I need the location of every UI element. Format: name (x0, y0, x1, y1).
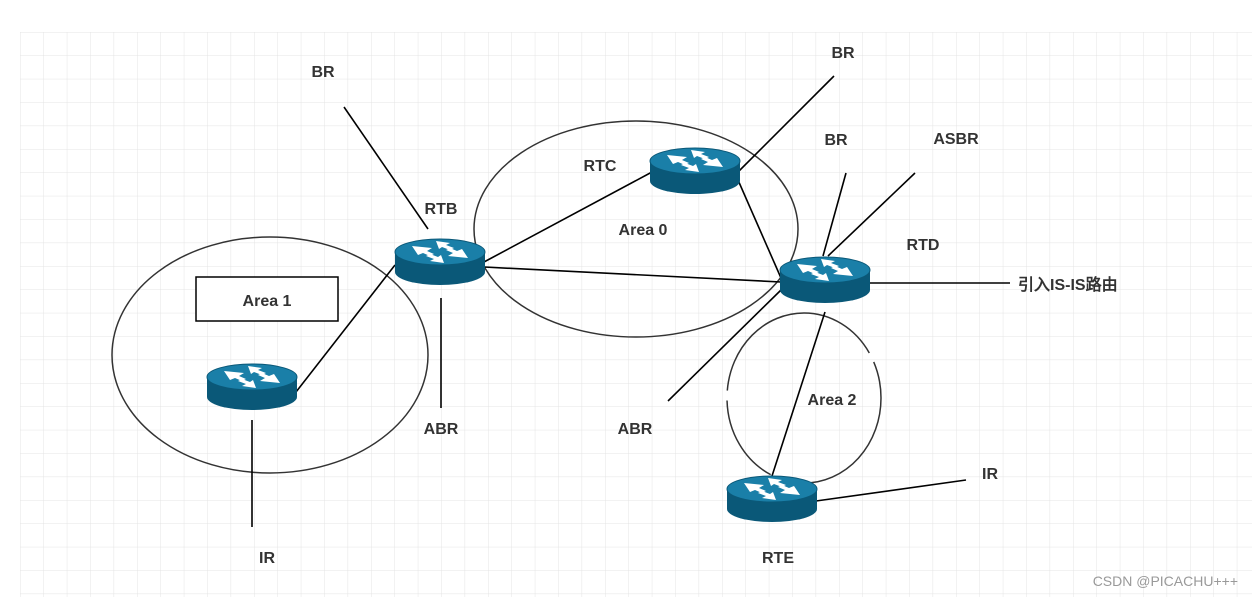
link-rtd-abr (667, 289, 782, 402)
link-rtb-br (343, 106, 429, 230)
link-rtb-ir-router (295, 264, 396, 393)
router-rtd-icon (779, 256, 871, 304)
redistribute-label: 引入IS-IS路由 (1018, 275, 1118, 294)
router-rtb-label: RTB (425, 201, 458, 218)
br-label-right: BR (824, 132, 848, 149)
link-rtb-rtc (483, 171, 653, 263)
area-0-label: Area 0 (619, 222, 668, 239)
area-2-label: Area 2 (808, 392, 857, 409)
link-rtd-rte (771, 311, 826, 477)
area-1-boundary (111, 236, 429, 474)
router-rtc-icon (649, 147, 741, 195)
link-rtb-rtd (483, 266, 782, 283)
link-rtc-rtd (737, 179, 782, 279)
watermark: CSDN @PICACHU+++ (1093, 573, 1238, 589)
link-rte-ir (815, 479, 967, 502)
area-1-box (195, 276, 339, 322)
router-rtc-label: RTC (584, 158, 617, 175)
link-rtd-br (822, 172, 847, 257)
link-rtc-br (737, 75, 835, 173)
abr-label-left: ABR (424, 421, 459, 438)
router-rtb-icon (394, 238, 486, 286)
area-0-boundary (473, 120, 799, 338)
br-label-top-left: BR (311, 64, 335, 81)
br-label-top-right: BR (831, 45, 855, 62)
abr-label-right: ABR (618, 421, 653, 438)
router-ir-icon (206, 363, 298, 411)
links (251, 75, 1010, 527)
router-rtd-label: RTD (907, 237, 940, 254)
ir-label-left: IR (259, 550, 275, 567)
asbr-label: ASBR (933, 131, 979, 148)
router-rte-label: RTE (762, 550, 794, 567)
router-rte-icon (726, 475, 818, 523)
ir-label-right: IR (982, 466, 998, 483)
link-rtd-asbr (827, 172, 916, 257)
area-1-label: Area 1 (243, 293, 292, 310)
